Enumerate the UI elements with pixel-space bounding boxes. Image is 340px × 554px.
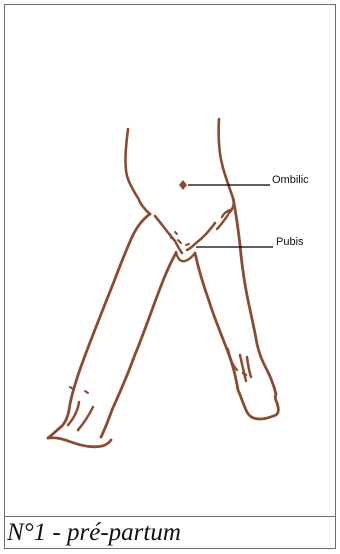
torso-right-outline xyxy=(219,119,234,213)
pubic-mark xyxy=(176,252,195,261)
right-ankle xyxy=(240,355,251,381)
right-leg-inner xyxy=(195,253,238,390)
left-leg-inner xyxy=(101,253,176,437)
figure-frame: Ombilic Pubis N°1 - pré-partum xyxy=(4,4,336,549)
navel-mark xyxy=(179,180,187,190)
torso-left-outline xyxy=(125,129,150,214)
right-leg-outer xyxy=(233,198,276,394)
groin-right-curve xyxy=(187,223,215,250)
right-foot xyxy=(238,390,278,419)
illustration-panel: Ombilic Pubis xyxy=(5,5,335,517)
pubis-label: Pubis xyxy=(276,237,304,248)
figure-caption: N°1 - pré-partum xyxy=(5,517,335,548)
left-foot xyxy=(48,438,111,447)
left-heel xyxy=(68,402,93,430)
lower-body-sketch xyxy=(5,5,335,517)
groin-left-curve xyxy=(155,216,182,253)
left-leg-outer xyxy=(48,214,150,438)
ombilic-label: Ombilic xyxy=(272,175,309,186)
